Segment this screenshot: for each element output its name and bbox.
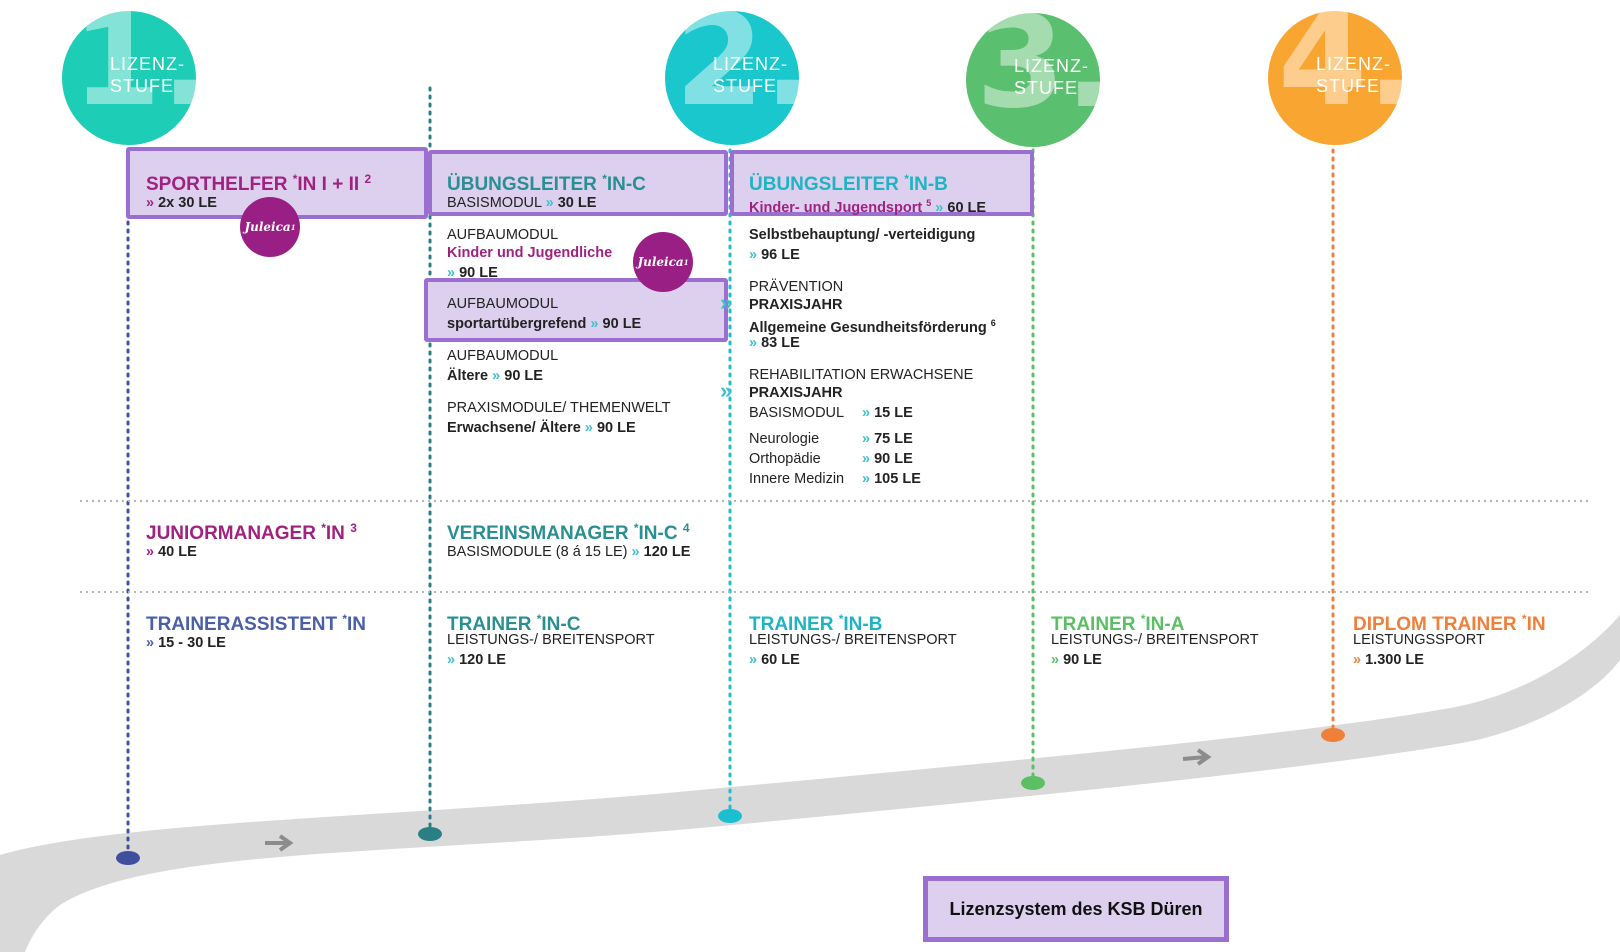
aufbau-name: Kinder und Jugendliche <box>447 245 613 261</box>
uebungsleiter-b-title: ÜBUNGSLEITER *IN-B <box>749 172 948 195</box>
stage-label: LIZENZ-STUFE <box>110 54 186 96</box>
praevention-praxis: PRAXISJAHR <box>749 297 843 313</box>
stage-label: LIZENZ-STUFE <box>713 54 789 96</box>
selbstbehauptung-le: » 96 LE <box>749 247 800 263</box>
aufbau-aeltere-le: Ältere » 90 LE <box>447 368 543 384</box>
reha-row-name: Innere Medizin <box>749 471 845 487</box>
aufbau-label: AUFBAUMODUL <box>447 296 559 312</box>
reha-label: REHABILITATION ERWACHSENE <box>749 367 974 383</box>
uebungsleiter-c-basis: BASISMODUL » 30 LE <box>447 195 597 211</box>
highlight-box-uebungsleiter-b <box>730 150 1034 216</box>
stage-circle-4: 4. LIZENZ-STUFE <box>1268 0 1416 145</box>
milestone-dot-3 <box>718 809 742 823</box>
juniormanager-le: » 40 LE <box>146 544 197 560</box>
stage-number: 2. <box>675 0 813 135</box>
trainer-b-sub: LEISTUNGS-/ BREITENSPORT <box>749 632 957 648</box>
milestone-dot-5 <box>1321 728 1345 742</box>
stage-circle-3: 3. LIZENZ-STUFE <box>966 0 1114 147</box>
sporthelfer-title: SPORTHELFER *IN I + II 2 <box>146 172 372 195</box>
diplom-trainer-title: DIPLOM TRAINER *IN <box>1353 612 1546 635</box>
reha-praxis: PRAXISJAHR <box>749 385 843 401</box>
vereinsmanager-le: BASISMODULE (8 á 15 LE) » 120 LE <box>447 544 691 560</box>
reha-row-le: » 75 LE <box>862 431 913 447</box>
trainer-c-sub: LEISTUNGS-/ BREITENSPORT <box>447 632 655 648</box>
uebungsleiter-b-sub: Kinder- und Jugendsport 5 » 60 LE <box>749 198 987 216</box>
reha-row-name: Neurologie <box>749 431 820 447</box>
stage-number: 1. <box>72 0 210 135</box>
stage-number: 4. <box>1278 0 1416 135</box>
trainer-c-title: TRAINER *IN-C <box>447 612 581 635</box>
sporthelfer-le: » 2x 30 LE <box>146 195 217 211</box>
stage-label: LIZENZ-STUFE <box>1316 54 1392 96</box>
road-shape <box>0 615 1620 952</box>
reha-row-le: » 15 LE <box>862 405 913 421</box>
highlight-box-aufbau-sportart <box>424 278 728 342</box>
road-arrow-icon <box>265 834 294 852</box>
stage-label: LIZENZ-STUFE <box>1014 56 1090 98</box>
milestone-dot-2 <box>418 827 442 841</box>
trainer-a-le: » 90 LE <box>1051 652 1102 668</box>
aufbau-label: AUFBAUMODUL <box>447 227 559 243</box>
reha-row-le: » 90 LE <box>862 451 913 467</box>
reha-row-le: » 105 LE <box>862 471 921 487</box>
praevention-label: PRÄVENTION <box>749 279 844 295</box>
reha-row-name: Orthopädie <box>749 451 821 467</box>
praevention-le: » 83 LE <box>749 335 800 351</box>
stage-circle-2: 2. LIZENZ-STUFE <box>665 0 813 145</box>
trainer-a-title: TRAINER *IN-A <box>1051 612 1185 635</box>
double-chevron-icon: » <box>720 378 733 403</box>
selbstbehauptung-name: Selbstbehauptung/ -verteidigung <box>749 227 976 243</box>
diplom-trainer-sub: LEISTUNGSSPORT <box>1353 632 1485 648</box>
reha-row-name: BASISMODUL <box>749 405 845 421</box>
trainer-b-title: TRAINER *IN-B <box>749 612 883 635</box>
highlight-box-uebungsleiter-c <box>428 150 728 216</box>
trainer-b-le: » 60 LE <box>749 652 800 668</box>
milestone-dot-1 <box>116 851 140 865</box>
vereinsmanager-title: VEREINSMANAGER *IN-C 4 <box>447 521 690 544</box>
stage-number: 3. <box>976 0 1114 137</box>
trainerassistent-title: TRAINERASSISTENT *IN <box>146 612 367 635</box>
trainerassistent-le: » 15 - 30 LE <box>146 635 226 651</box>
praxis-le: Erwachsene/ Ältere » 90 LE <box>447 420 636 436</box>
road-arrow-icon <box>1182 748 1212 766</box>
milestone-dot-4 <box>1021 776 1045 790</box>
stage-circle-1: 1. LIZENZ-STUFE <box>62 0 210 145</box>
praxis-label: PRAXISMODULE/ THEMENWELT <box>447 400 671 416</box>
footer-title: Lizenzsystem des KSB Düren <box>949 898 1203 919</box>
double-chevron-icon: » <box>720 290 733 315</box>
uebungsleiter-c-title: ÜBUNGSLEITER *IN-C <box>447 172 646 195</box>
footer-title-box: Lizenzsystem des KSB Düren <box>923 876 1229 942</box>
trainer-a-sub: LEISTUNGS-/ BREITENSPORT <box>1051 632 1259 648</box>
aufbau-le: » 90 LE <box>447 265 498 281</box>
aufbau-sportart-le: sportartübergrefend » 90 LE <box>447 316 642 332</box>
praevention-name: Allgemeine Gesundheitsförderung 6 <box>749 318 996 336</box>
juniormanager-title: JUNIORMANAGER *IN 3 <box>146 521 357 544</box>
trainer-c-le: » 120 LE <box>447 652 506 668</box>
diplom-trainer-le: » 1.300 LE <box>1353 652 1424 668</box>
aufbau-label: AUFBAUMODUL <box>447 348 559 364</box>
